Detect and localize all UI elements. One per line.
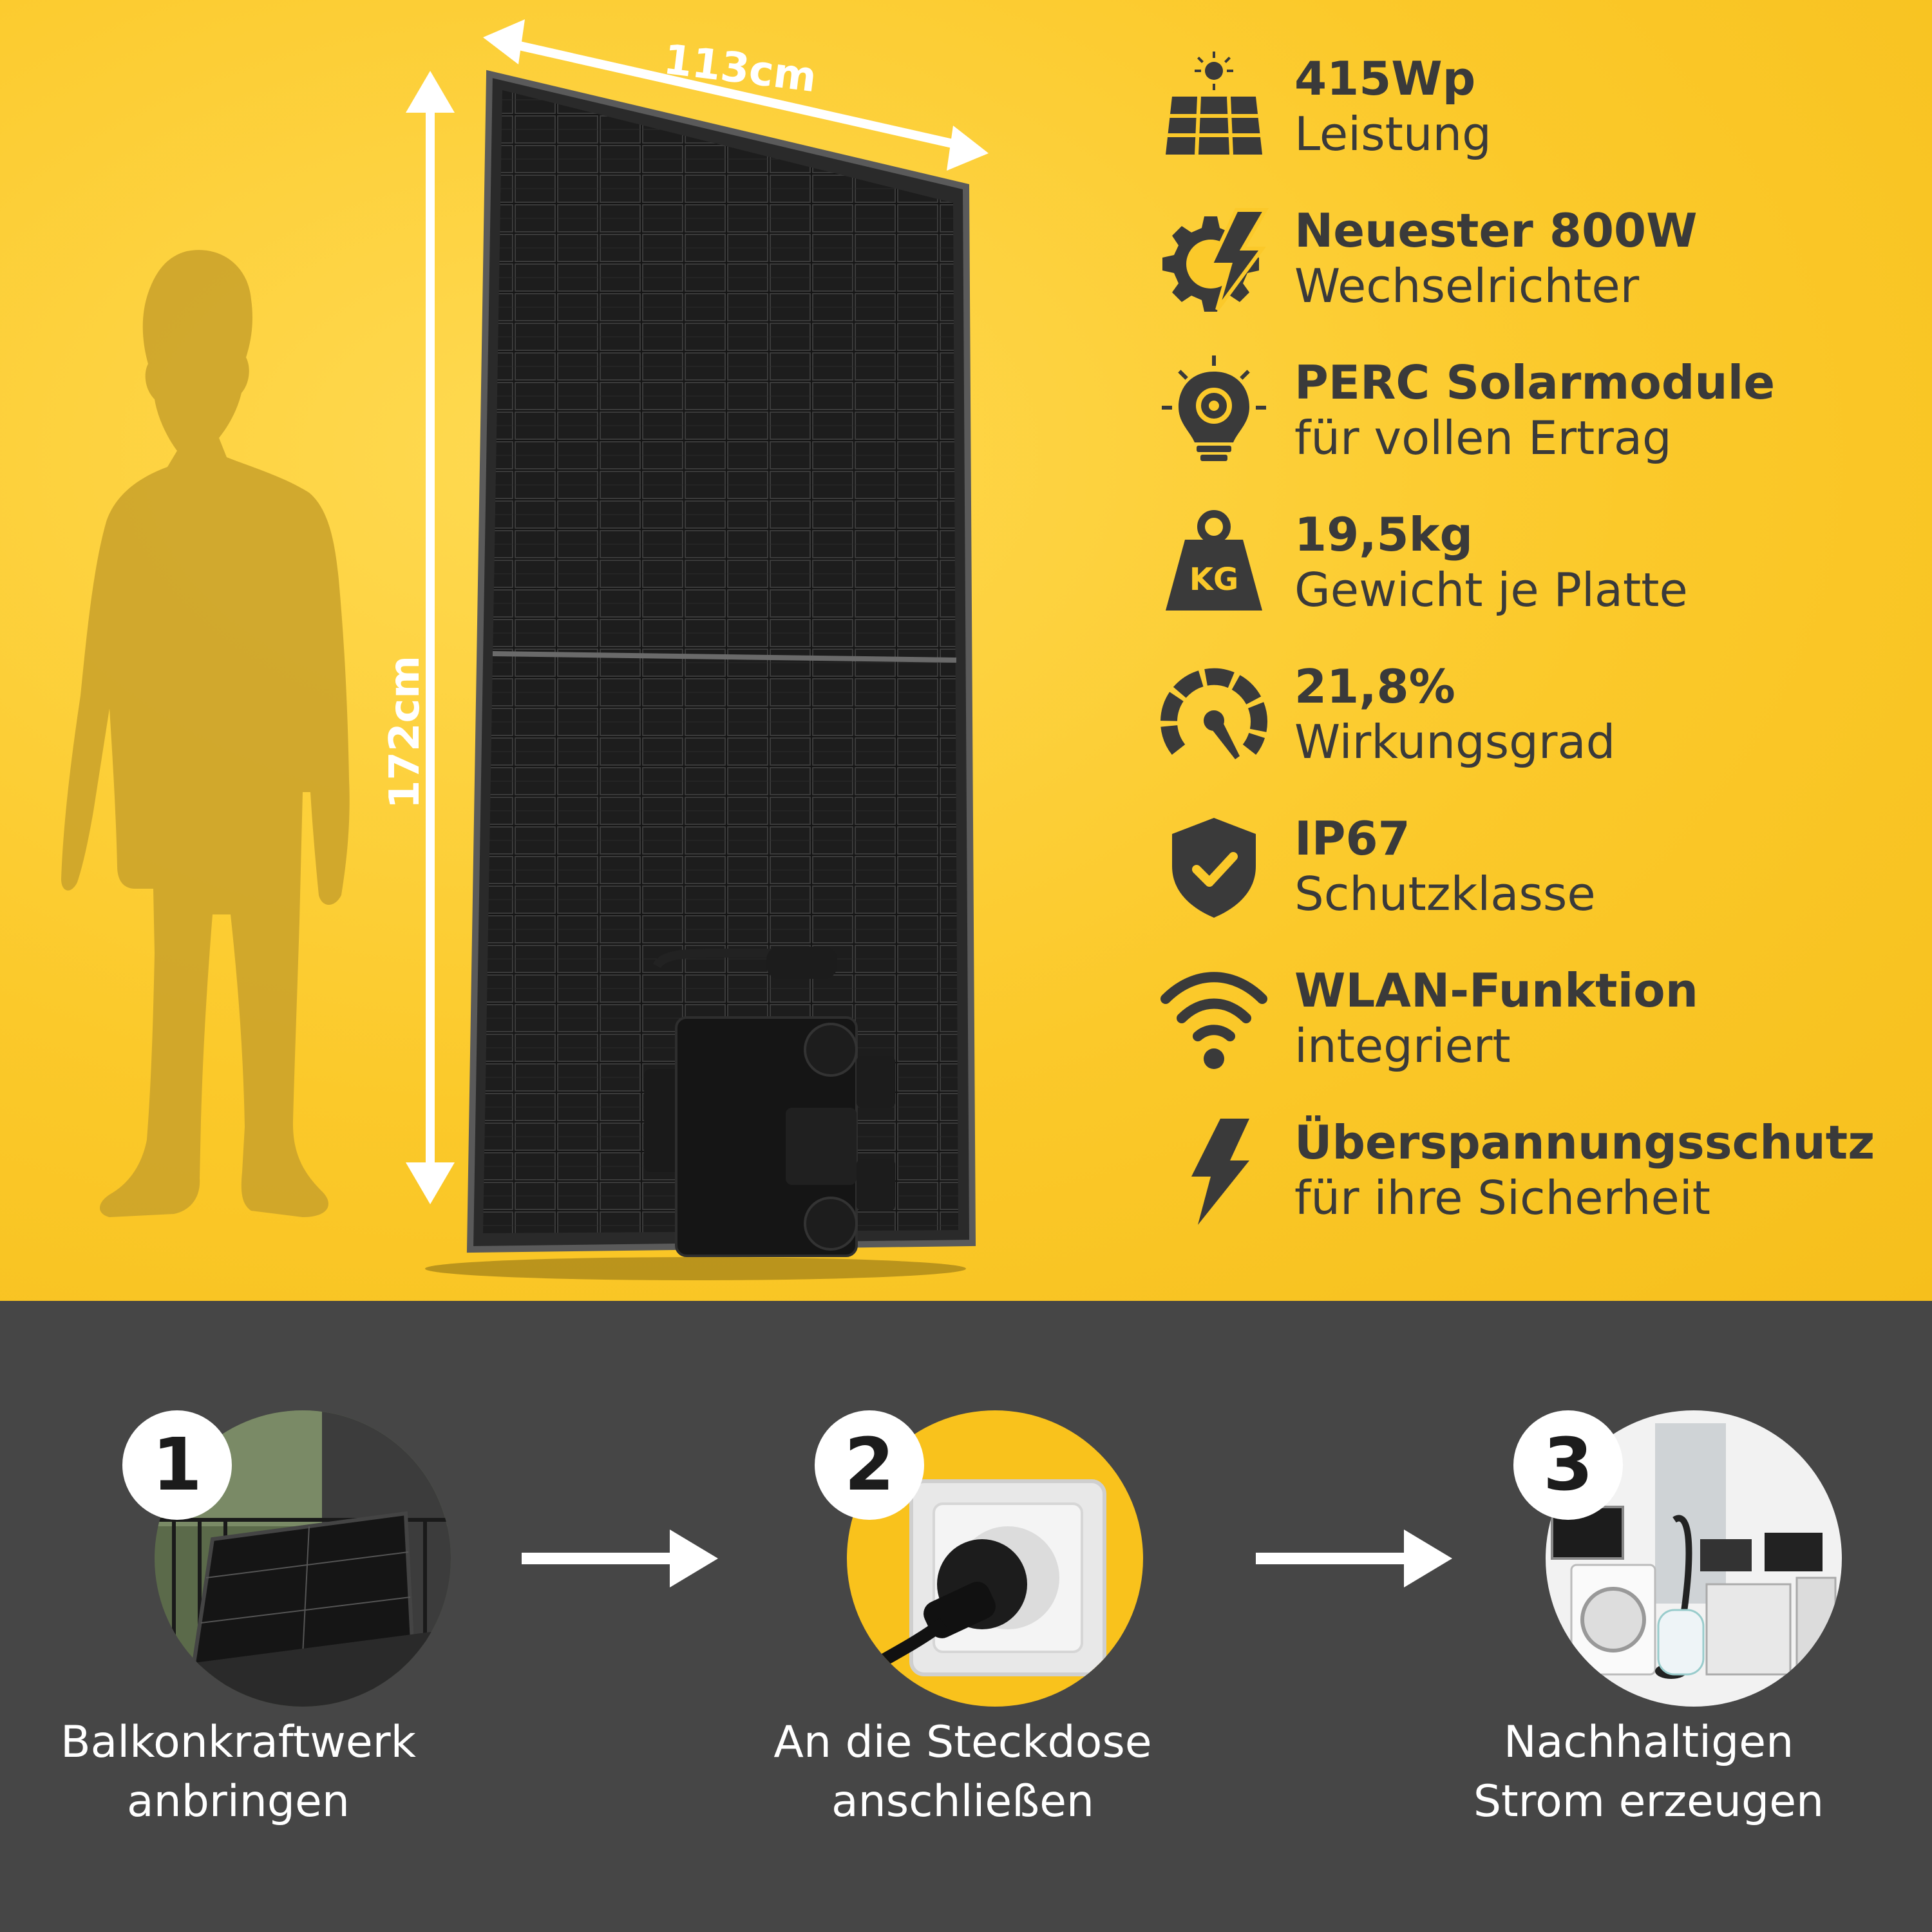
- feature-subtitle: Wirkungsgrad: [1294, 715, 1616, 769]
- step-number-badge: 1: [122, 1410, 232, 1520]
- step-2: 2 An die Steckdose anschließen: [744, 1410, 1195, 1887]
- feature-title: Überspannungsschutz: [1294, 1115, 1875, 1170]
- feature-list: 415Wp Leistung Neuester 800W Wechselrich…: [1159, 52, 1919, 1267]
- feature-title: PERC Solarmodule: [1294, 355, 1776, 410]
- step-label: Balkonkraftwerk anbringen: [13, 1713, 464, 1832]
- feature-title: Neuester 800W: [1294, 204, 1698, 258]
- feature-item-wifi: WLAN-Funktion integriert: [1159, 963, 1919, 1115]
- feature-subtitle: Schutzklasse: [1294, 867, 1596, 921]
- product-hero: 113cm 172cm 415Wp Leistung: [0, 0, 1932, 1301]
- step-label-line: Balkonkraftwerk: [60, 1717, 417, 1768]
- feature-title: 19,5kg: [1294, 507, 1473, 562]
- solar-panel-image: [425, 70, 976, 1280]
- kg-weight-icon: KG: [1166, 510, 1262, 611]
- lightbulb-gear-icon: [1162, 355, 1266, 461]
- feature-item-modules: PERC Solarmodule für vollen Ertrag: [1159, 355, 1919, 507]
- gear-lightning-icon: [1162, 208, 1269, 312]
- feature-item-surge-protection: Überspannungsschutz für ihre Sicherheit: [1159, 1115, 1919, 1267]
- feature-subtitle: für vollen Ertrag: [1294, 411, 1672, 465]
- step-label-line: Strom erzeugen: [1473, 1776, 1824, 1827]
- step-label-line: anschließen: [831, 1776, 1095, 1827]
- feature-title: IP67: [1294, 811, 1410, 866]
- feature-item-inverter: Neuester 800W Wechselrichter: [1159, 204, 1919, 355]
- solar-panel-sun-icon: [1166, 52, 1262, 155]
- step-label: An die Steckdose anschließen: [712, 1713, 1214, 1832]
- arrow-right-icon: [1256, 1530, 1452, 1587]
- arrow-right-icon: [522, 1530, 718, 1587]
- feature-subtitle: für ihre Sicherheit: [1294, 1171, 1711, 1225]
- step-number-badge: 3: [1513, 1410, 1623, 1520]
- gauge-icon: [1160, 668, 1267, 759]
- step-1: 1 Balkonkraftwerk anbringen: [52, 1410, 502, 1887]
- step-label-line: Nachhaltigen: [1503, 1717, 1794, 1768]
- balcony-solar-image: [155, 1410, 451, 1707]
- feature-title: 21,8%: [1294, 659, 1455, 714]
- step-3: 3 Nachhaltigen Strom erzeugen: [1443, 1410, 1893, 1887]
- kg-icon-text: KG: [1189, 562, 1239, 598]
- feature-item-weight: KG 19,5kg Gewicht je Platte: [1159, 507, 1919, 659]
- shield-check-icon: [1172, 818, 1256, 918]
- wifi-icon: [1160, 972, 1267, 1069]
- feature-item-power: 415Wp Leistung: [1159, 52, 1919, 204]
- feature-title: WLAN-Funktion: [1294, 963, 1698, 1018]
- step-label-line: An die Steckdose: [773, 1717, 1152, 1768]
- feature-item-efficiency: 21,8% Wirkungsgrad: [1159, 659, 1919, 811]
- height-dimension-label: 172cm: [381, 655, 430, 810]
- feature-subtitle: Leistung: [1294, 107, 1492, 161]
- feature-item-protection-class: IP67 Schutzklasse: [1159, 811, 1919, 963]
- feature-subtitle: Gewicht je Platte: [1294, 563, 1688, 617]
- microinverter-image: [644, 947, 895, 1257]
- step-label: Nachhaltigen Strom erzeugen: [1391, 1713, 1906, 1832]
- feature-subtitle: integriert: [1294, 1019, 1511, 1073]
- step-number-badge: 2: [815, 1410, 924, 1520]
- lightning-icon: [1191, 1119, 1249, 1225]
- step-label-line: anbringen: [127, 1776, 350, 1827]
- socket-plug-image: [847, 1410, 1143, 1707]
- feature-title: 415Wp: [1294, 52, 1476, 106]
- person-silhouette: [61, 250, 350, 1218]
- feature-subtitle: Wechselrichter: [1294, 259, 1640, 313]
